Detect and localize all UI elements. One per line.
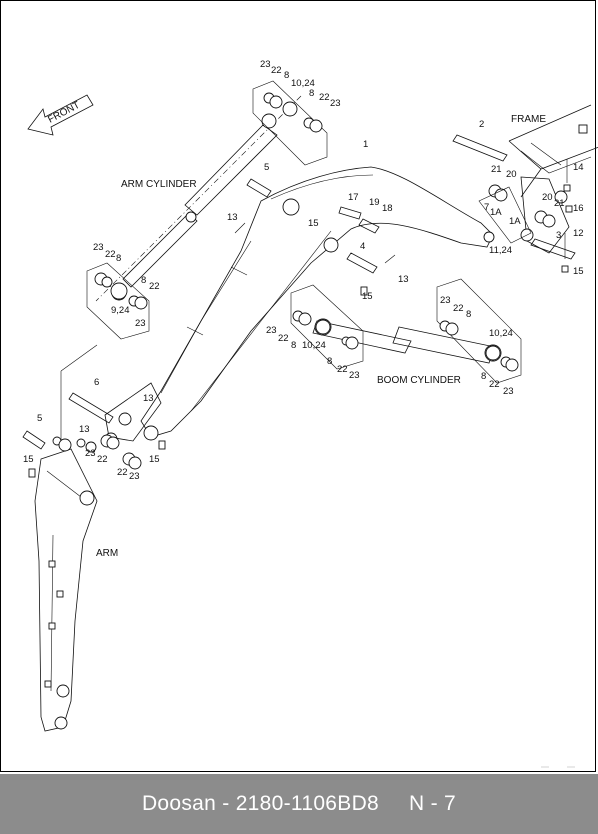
callout: 15 <box>573 266 584 277</box>
callout: 5 <box>37 413 42 424</box>
callout: 8 <box>284 70 289 81</box>
boom-cylinder-head-callout-box <box>290 284 364 370</box>
arm-cylinder-rod-parts <box>94 272 148 310</box>
callout: 8 <box>309 88 314 99</box>
callout: 9,24 <box>111 305 130 316</box>
callout: 23 <box>135 318 146 329</box>
callout: 20 <box>542 192 553 203</box>
callout: 8 <box>466 309 471 320</box>
boom-pins <box>338 206 396 296</box>
callout: 22 <box>278 333 289 344</box>
callout: 8 <box>327 356 332 367</box>
callout: 7 <box>484 202 489 213</box>
callout: 12 <box>573 228 584 239</box>
callout: 13 <box>398 274 409 285</box>
footer-part-number: 2180-1106BD8 <box>235 792 380 815</box>
callout: 1A <box>490 207 502 218</box>
callout: 1A <box>509 216 521 227</box>
callout: 8 <box>116 253 121 264</box>
callout: 14 <box>573 162 584 173</box>
callout: 15 <box>23 454 34 465</box>
arm-cylinder-head-parts <box>263 92 323 133</box>
callout: 23 <box>129 471 140 482</box>
callout: 15 <box>149 454 160 465</box>
callout: 23 <box>260 59 271 70</box>
callout: 23 <box>349 370 360 381</box>
boom-cylinder <box>312 318 502 364</box>
callout: 17 <box>348 192 359 203</box>
callout: 22 <box>319 92 330 103</box>
callout: 2 <box>479 119 484 130</box>
callout: 5 <box>264 162 269 173</box>
front-arrow-icon: FRONT <box>27 94 94 136</box>
frame-label: FRAME <box>511 114 546 125</box>
callout: 22 <box>117 467 128 478</box>
footer-page: N - 7 <box>409 792 457 815</box>
callout: 8 <box>291 340 296 351</box>
frame <box>452 104 598 273</box>
boom-cylinder-label: BOOM CYLINDER <box>377 375 461 386</box>
footer-brand: Doosan <box>141 792 217 815</box>
callout: 22 <box>149 281 160 292</box>
callout: 6 <box>94 377 99 388</box>
callout: 15 <box>308 218 319 229</box>
callout: 3 <box>556 230 561 241</box>
pins <box>22 178 272 478</box>
footer-caption: Doosan - 2180-1106BD8 N - 7 <box>0 774 598 834</box>
callout: 22 <box>337 364 348 375</box>
callout: 16 <box>573 203 584 214</box>
arm-cylinder-label: ARM CYLINDER <box>121 179 197 190</box>
callout: 13 <box>79 424 90 435</box>
callout: 23 <box>85 448 96 459</box>
boom-cylinder-rod-callout-box <box>436 278 522 384</box>
footer-separator: - <box>222 792 230 815</box>
callout: 22 <box>453 303 464 314</box>
callout: 15 <box>362 291 373 302</box>
callout: 18 <box>382 203 393 214</box>
arm-cylinder <box>95 95 302 302</box>
arm-cylinder-head-callout-box <box>252 80 328 166</box>
arm <box>34 448 98 732</box>
callout: 13 <box>143 393 154 404</box>
callout: 8 <box>481 371 486 382</box>
callout: 11,24 <box>489 245 512 256</box>
callout: 20 <box>506 169 517 180</box>
callout: 23 <box>503 386 514 397</box>
callout: 22 <box>489 379 500 390</box>
boom <box>140 166 495 438</box>
callout: 10,24 <box>489 328 513 339</box>
callout: 13 <box>227 212 238 223</box>
callout-numbers: 1 2 3 4 5 5 6 7 1A 1A 23 22 8 10,24 8 22… <box>23 59 584 482</box>
callout: 22 <box>271 65 282 76</box>
front-label: FRONT <box>46 100 82 126</box>
boom-cylinder-head-parts <box>292 310 359 350</box>
callout: 8 <box>141 275 146 286</box>
parts-diagram: FRONT <box>22 59 598 768</box>
boom-foot-callout-box <box>478 186 532 244</box>
arm-cylinder-rod-callout-box <box>86 262 150 340</box>
arm-joint-parts <box>52 434 142 470</box>
callout: 21 <box>554 198 565 209</box>
boom-cylinder-rod-parts <box>439 320 519 372</box>
callout: 23 <box>440 295 451 306</box>
callout: 10,24 <box>291 78 315 89</box>
callout: 1 <box>363 139 368 150</box>
callout: 4 <box>360 241 365 252</box>
callout: 10,24 <box>302 340 326 351</box>
arm-label: ARM <box>96 548 118 559</box>
arm-callout-leader <box>60 344 98 441</box>
drawing-frame: FRONT <box>0 0 598 772</box>
callout: 23 <box>330 98 341 109</box>
callout: 22 <box>97 454 108 465</box>
callout: 22 <box>105 249 116 260</box>
callout: 23 <box>93 242 104 253</box>
callout: 23 <box>266 325 277 336</box>
callout: 19 <box>369 197 380 208</box>
callout: 21 <box>491 164 502 175</box>
